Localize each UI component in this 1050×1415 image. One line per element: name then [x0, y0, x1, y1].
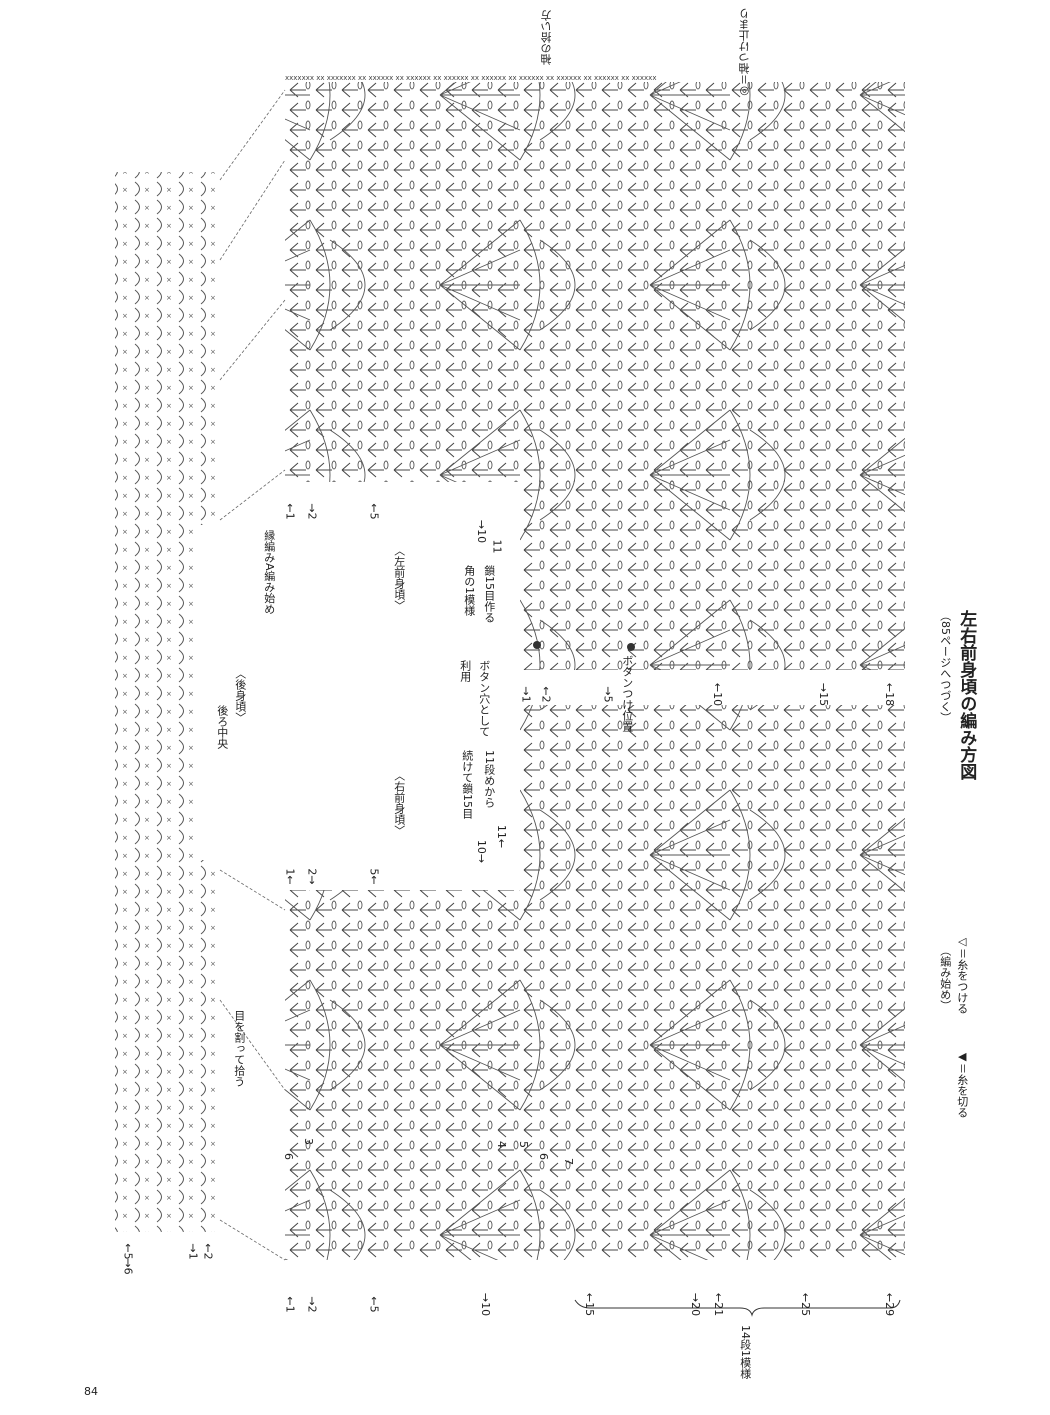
chart-title: 左右前身頃の編み方図: [956, 610, 977, 780]
row-number: ←1: [283, 503, 297, 520]
row-number: ←5: [367, 503, 381, 520]
chart-subtitle: （85ページへつづく）: [938, 610, 952, 723]
row-number: ←5: [121, 1243, 135, 1260]
button-position-dot: [627, 643, 635, 651]
row-number: 7: [562, 1158, 575, 1165]
row-number: ←29: [883, 1292, 897, 1317]
edging-border: [115, 172, 225, 1232]
repeat-brace: [574, 1299, 901, 1317]
row-number: →6: [121, 1258, 135, 1275]
row-number: 5: [517, 1141, 530, 1148]
row-number: ←15: [583, 1292, 597, 1317]
pickup-guide-lines: [219, 89, 286, 1261]
legend-cut: ◀＝糸を切る: [955, 1050, 969, 1118]
label-split-pick: 目を割って拾う: [232, 1010, 246, 1087]
label-buttonhole: ボタン穴として: [477, 660, 491, 737]
row-number: →20: [689, 1292, 703, 1317]
label-back: 〈後身頃〉: [233, 668, 247, 723]
label-button-position: ボタンつけ位置: [620, 655, 634, 732]
page-number: 84: [84, 1385, 98, 1398]
row-number: →10: [475, 519, 489, 544]
label-from-row11: 11段めから: [482, 750, 496, 808]
row-number: →5: [601, 686, 615, 703]
body-grid: xxxxxxx xx xxxxxxx xx xxxxxx xx xxxxxx x…: [285, 74, 905, 1260]
row-number: ←5: [367, 1296, 381, 1313]
button-position-dot: [533, 641, 541, 649]
row-number: 6: [282, 1153, 295, 1160]
row-number: 5←: [367, 868, 381, 885]
label-right-front: 〈右前身頃〉: [392, 770, 406, 836]
label-corner-motif: 角の1模様: [462, 565, 476, 616]
label-edging-start: 縁編みA編み始め: [262, 530, 276, 615]
row-number: →2: [305, 503, 319, 520]
legend-attach: ◁＝糸をつける: [955, 935, 969, 1014]
row-number: ←2: [539, 686, 553, 703]
row-number: ←1: [283, 1296, 297, 1313]
row-number: ←2: [201, 1243, 215, 1260]
label-back-center: 後ろ中央: [215, 705, 229, 749]
row-number: 3: [302, 1138, 315, 1145]
row-number: →1: [519, 686, 533, 703]
row-number: 1←: [283, 868, 297, 885]
row-number: 6: [537, 1153, 550, 1160]
label-use: 利用: [458, 660, 472, 682]
row-number: ←10: [711, 682, 725, 707]
row-number: 10→: [475, 839, 489, 864]
row-number: 4: [495, 1141, 508, 1148]
label-sleeve-stop: ◎＝袖つけ止まり: [738, 8, 751, 98]
row-number: ←21: [712, 1292, 726, 1317]
row-number: →15: [817, 682, 831, 707]
top-sc-row: xxxxxxx xx xxxxxxx xx xxxxxx xx xxxxxx x…: [285, 74, 656, 82]
row-number: ←25: [799, 1292, 813, 1317]
row-number: →2: [305, 1296, 319, 1313]
label-left-front: 〈左前身頃〉: [392, 545, 406, 611]
label-cont-chain15: 続けて鎖15目: [460, 750, 474, 819]
label-sleeve-pickup: 袖の拾い方: [540, 10, 553, 65]
row-number: →1: [186, 1243, 200, 1260]
label-repeat: 14段1模様: [738, 1325, 752, 1379]
row-number: ←18: [883, 682, 897, 707]
row-number: 11←: [495, 824, 509, 849]
legend-attach-note: （編み始め）: [938, 945, 952, 1011]
label-chain15: 鎖15目作る: [482, 565, 496, 623]
row-number: 11: [490, 539, 504, 554]
row-number: →10: [479, 1292, 493, 1317]
row-number: 2→: [305, 868, 319, 885]
